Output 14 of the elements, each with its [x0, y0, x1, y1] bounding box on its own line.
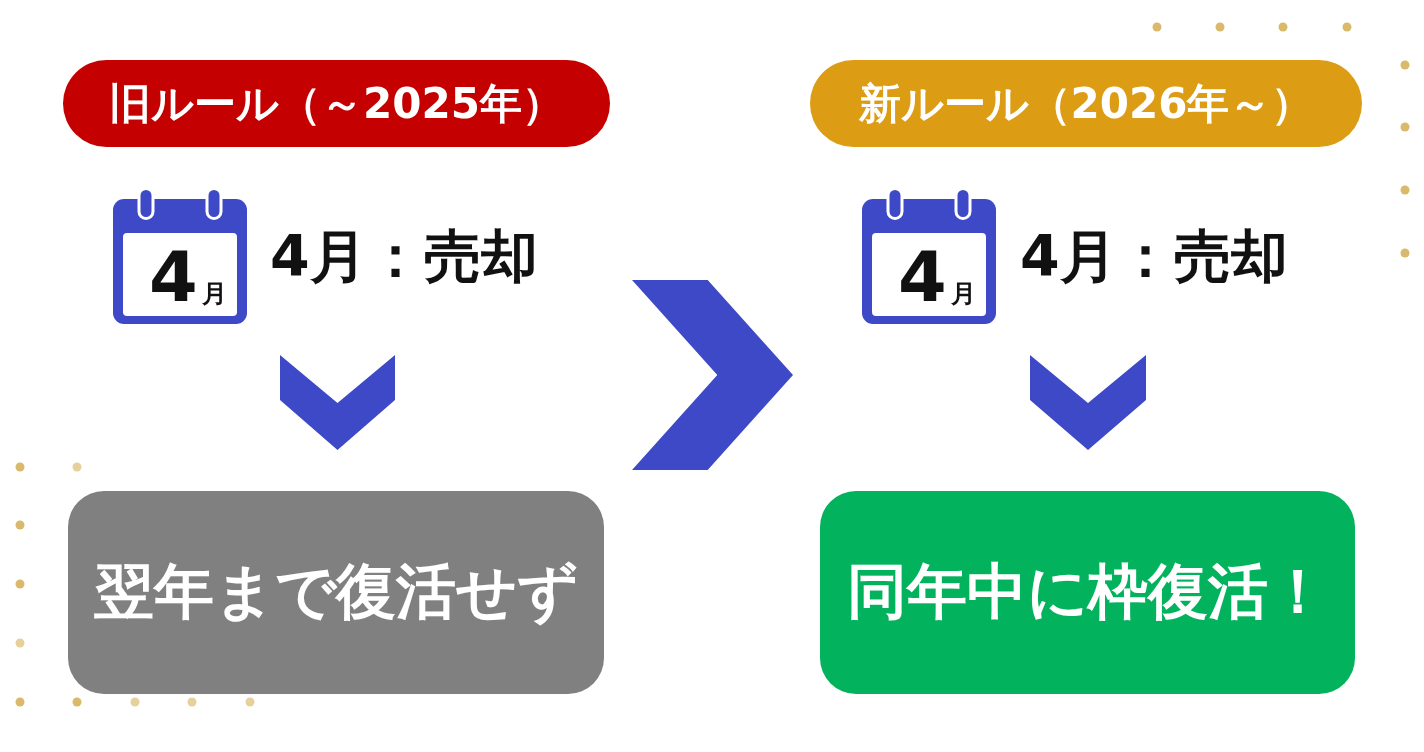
day-number: 4 — [898, 242, 947, 312]
calendar — [113, 187, 247, 324]
chevron-arrow — [1030, 355, 1146, 450]
event-text: 4月：売却 — [1020, 224, 1288, 290]
month-label: 月 — [202, 281, 227, 306]
rule-banner: 新ルール（2026年～） — [810, 60, 1362, 147]
result-box: 翌年まで復活せず — [68, 491, 604, 694]
day-number: 4 — [149, 242, 198, 312]
rule-banner: 旧ルール（～2025年） — [63, 60, 610, 147]
result-box: 同年中に枠復活！ — [820, 491, 1355, 694]
event-text: 4月：売却 — [270, 224, 538, 290]
chevron-arrow — [632, 280, 793, 470]
calendar — [862, 187, 996, 324]
month-label: 月 — [951, 281, 976, 306]
